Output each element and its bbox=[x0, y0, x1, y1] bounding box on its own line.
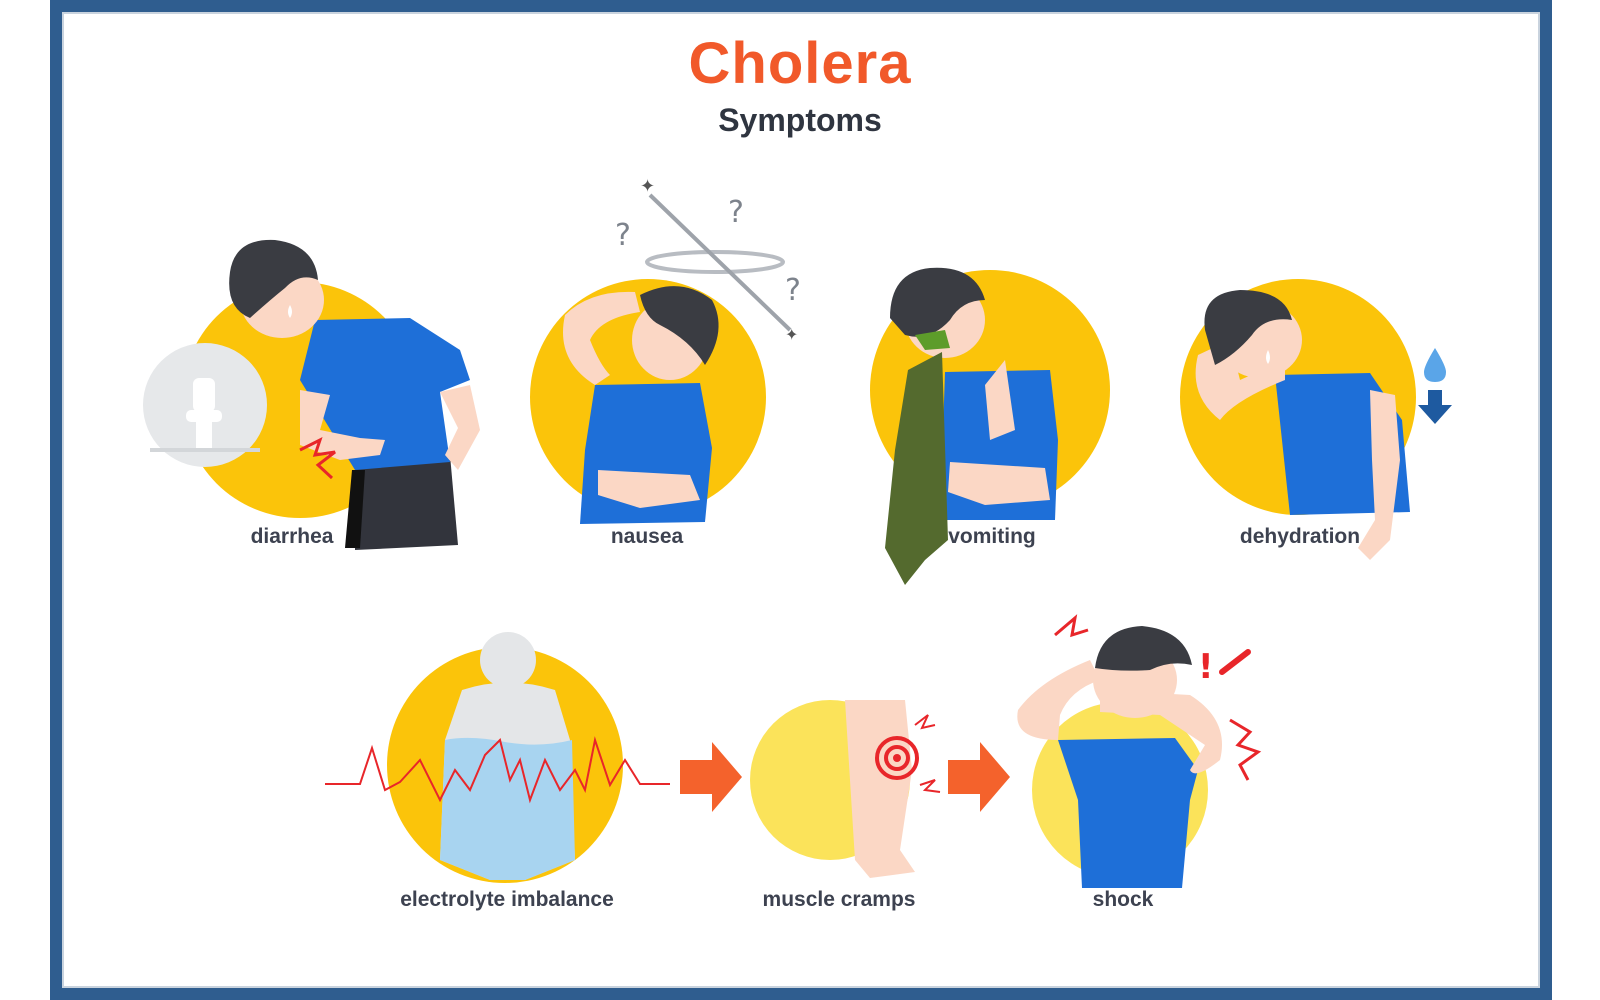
symptom-label-shock: shock bbox=[1092, 888, 1154, 911]
down-arrow-icon bbox=[1418, 390, 1452, 424]
star-icon: ✦ bbox=[785, 325, 798, 344]
flow-arrow-icon bbox=[680, 742, 742, 812]
page-title: Cholera bbox=[688, 31, 912, 96]
shock-shirt bbox=[1058, 738, 1198, 888]
page-subtitle: Symptoms bbox=[718, 102, 882, 138]
dehydration-illustration bbox=[1180, 279, 1452, 560]
diarrhea-hair bbox=[229, 239, 318, 318]
symptom-label-muscle-cramps: muscle cramps bbox=[762, 888, 916, 911]
diarrhea-shirt bbox=[300, 318, 470, 470]
symptom-label-vomiting: vomiting bbox=[948, 525, 1036, 548]
pain-target-icon bbox=[875, 736, 919, 780]
diarrhea-pants bbox=[355, 455, 458, 550]
symptom-label-dehydration: dehydration bbox=[1239, 525, 1361, 548]
vomiting-illustration bbox=[870, 267, 1110, 585]
symptom-label-electrolyte-imbalance: electrolyte imbalance bbox=[400, 888, 614, 911]
flow-arrow-icon bbox=[948, 742, 1010, 812]
nausea-hair bbox=[640, 286, 719, 365]
question-mark-icon: ? bbox=[785, 273, 801, 308]
toilet-icon bbox=[150, 378, 260, 452]
water-drop-icon bbox=[1424, 348, 1446, 382]
star-icon: ✦ bbox=[640, 176, 655, 197]
question-mark-icon: ? bbox=[615, 218, 631, 253]
alert-icon bbox=[1219, 649, 1251, 675]
symptom-label-diarrhea: diarrhea bbox=[250, 525, 334, 548]
shock-illustration: ! bbox=[1017, 614, 1262, 888]
nausea-illustration: ? ? ? ✦ ✦ bbox=[530, 176, 801, 524]
pain-mark-icon bbox=[1054, 614, 1089, 638]
symptom-label-nausea: nausea bbox=[610, 525, 684, 548]
pulse-wave-icon bbox=[325, 736, 670, 804]
electrolyte-illustration bbox=[325, 632, 670, 883]
vomit-stream bbox=[885, 352, 948, 585]
body-head bbox=[480, 632, 536, 688]
shock-hair bbox=[1095, 626, 1192, 671]
dizzy-swirl-icon bbox=[648, 193, 792, 332]
question-mark-icon: ? bbox=[728, 195, 744, 230]
pain-mark-icon bbox=[1229, 718, 1262, 781]
diarrhea-illustration bbox=[143, 239, 480, 550]
dehydration-hair bbox=[1204, 290, 1292, 365]
muscle-cramps-illustration bbox=[750, 700, 941, 878]
pain-mark-icon bbox=[299, 437, 336, 480]
vomiting-hair bbox=[890, 267, 985, 337]
alert-icon: ! bbox=[1198, 647, 1214, 687]
body-water-fill bbox=[440, 737, 575, 880]
leg-shape bbox=[845, 700, 915, 878]
dizzy-ring-icon bbox=[645, 250, 785, 274]
